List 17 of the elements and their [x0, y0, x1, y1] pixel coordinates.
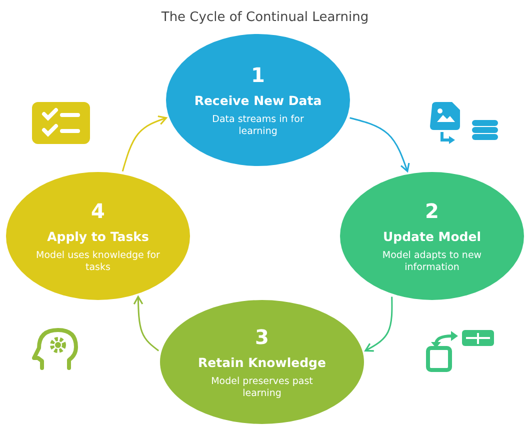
- step-number: 3: [255, 324, 269, 349]
- step-title: Apply to Tasks: [47, 228, 149, 244]
- arrow: [133, 296, 160, 352]
- step-description: Model uses knowledge for tasks: [35, 250, 161, 274]
- step-description: Model adapts to new information: [381, 250, 483, 274]
- step-number: 1: [251, 62, 265, 87]
- step-description: Data streams in for learning: [211, 114, 305, 138]
- diagram-title: The Cycle of Continual Learning: [160, 10, 370, 25]
- step-number: 4: [91, 198, 105, 223]
- step-number: 2: [425, 198, 439, 223]
- step-description: Model preserves past learning: [210, 376, 314, 400]
- step-title: Update Model: [382, 228, 482, 244]
- arrow: [364, 296, 393, 352]
- arrow: [122, 116, 168, 172]
- step-title: Receive New Data: [194, 92, 322, 108]
- arrow: [350, 117, 410, 172]
- step-title: Retain Knowledge: [198, 354, 326, 370]
